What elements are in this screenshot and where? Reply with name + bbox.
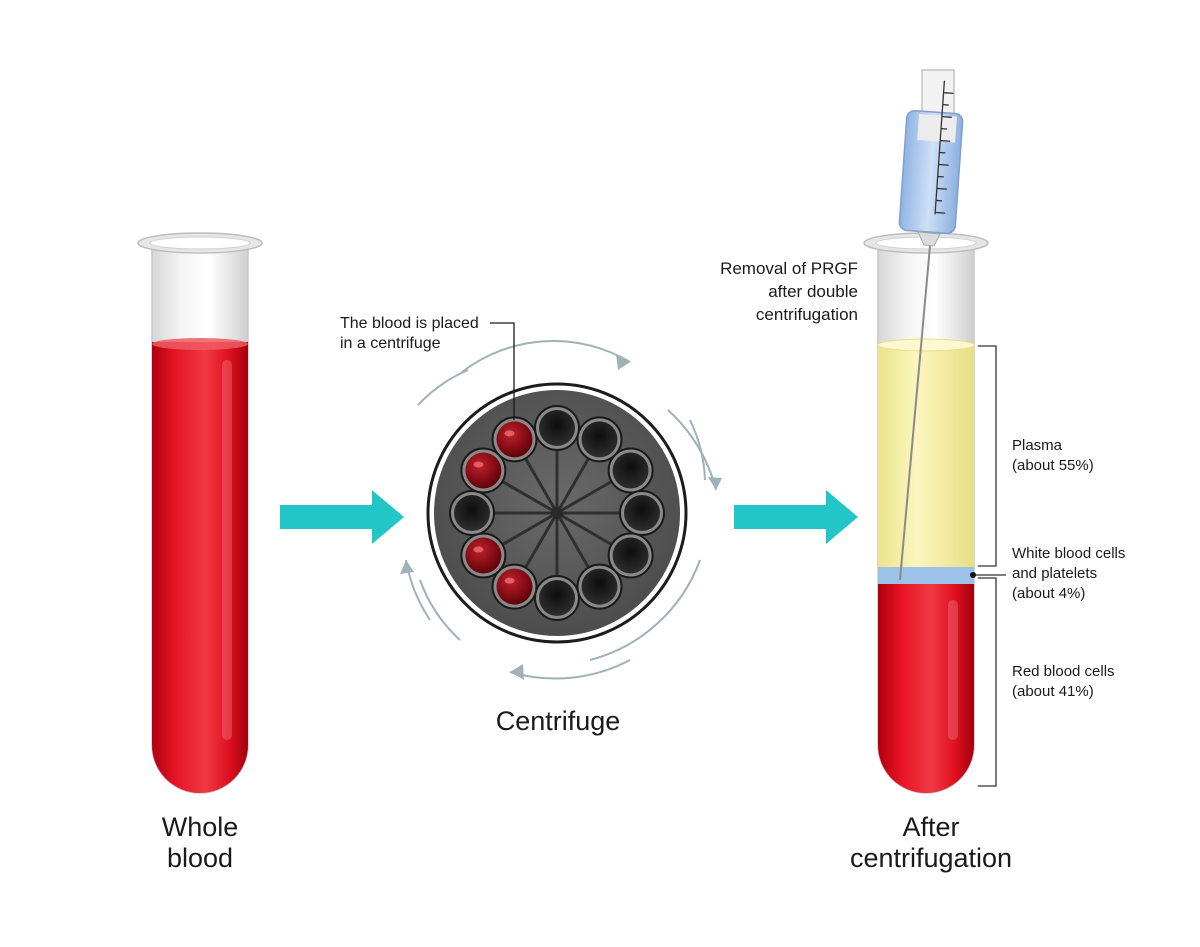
plasma-label-line1: Plasma bbox=[1012, 436, 1094, 456]
white-cells-label-line1: White blood cells bbox=[1012, 544, 1125, 564]
rotor-well-filled bbox=[461, 534, 505, 578]
red-cells-bracket bbox=[978, 578, 996, 786]
right-arrow-icon bbox=[734, 490, 858, 544]
red-cells-label-line1: Red blood cells bbox=[1012, 662, 1115, 682]
centrifuge-label: Centrifuge bbox=[470, 706, 646, 737]
rotor-well-empty bbox=[535, 406, 579, 450]
right-arrow-icon bbox=[280, 490, 404, 544]
after-label-line1: After bbox=[826, 812, 1036, 843]
after-centrifugation-label: After centrifugation bbox=[826, 812, 1036, 874]
rotor-well-empty bbox=[609, 449, 653, 493]
white-cells-label-line2: and platelets bbox=[1012, 564, 1125, 584]
whole-blood-label: Whole blood bbox=[130, 812, 270, 874]
whole-blood-label-line2: blood bbox=[130, 843, 270, 874]
whole-blood-fill bbox=[152, 342, 248, 793]
layer-brackets bbox=[974, 346, 1006, 786]
rotor-well-empty bbox=[535, 576, 579, 620]
syringe-icon bbox=[899, 70, 963, 246]
white-cells-label: White blood cells and platelets (about 4… bbox=[1012, 544, 1125, 604]
plasma-label-line2: (about 55%) bbox=[1012, 456, 1094, 476]
white-cells-label-line3: (about 4%) bbox=[1012, 584, 1125, 604]
removal-label-line3: centrifugation bbox=[700, 303, 858, 326]
plasma-layer bbox=[878, 345, 974, 567]
placed-label-line1: The blood is placed bbox=[340, 314, 479, 334]
white-cells-dot bbox=[970, 572, 976, 578]
plasma-label: Plasma (about 55%) bbox=[1012, 436, 1094, 476]
buffy-coat-layer bbox=[878, 567, 974, 584]
whole-blood-tube bbox=[138, 233, 262, 793]
whole-blood-label-line1: Whole bbox=[130, 812, 270, 843]
placed-label-line2: in a centrifuge bbox=[340, 334, 479, 354]
centrifuge-label-text: Centrifuge bbox=[470, 706, 646, 737]
removal-label: Removal of PRGF after double centrifugat… bbox=[700, 257, 858, 326]
rotor-well-empty bbox=[620, 491, 664, 535]
centrifuge-rotor bbox=[428, 384, 686, 642]
red-cells-layer bbox=[878, 584, 974, 793]
red-cells-label: Red blood cells (about 41%) bbox=[1012, 662, 1115, 702]
rotor-well-empty bbox=[578, 565, 622, 609]
after-label-line2: centrifugation bbox=[826, 843, 1036, 874]
removal-label-line2: after double bbox=[700, 280, 858, 303]
rotor-well-filled bbox=[461, 449, 505, 493]
plasma-bracket bbox=[978, 346, 996, 566]
placed-label: The blood is placed in a centrifuge bbox=[340, 314, 479, 354]
removal-label-line1: Removal of PRGF bbox=[700, 257, 858, 280]
separated-blood-tube bbox=[864, 233, 988, 793]
rotor-well-empty bbox=[450, 491, 494, 535]
red-cells-label-line2: (about 41%) bbox=[1012, 682, 1115, 702]
